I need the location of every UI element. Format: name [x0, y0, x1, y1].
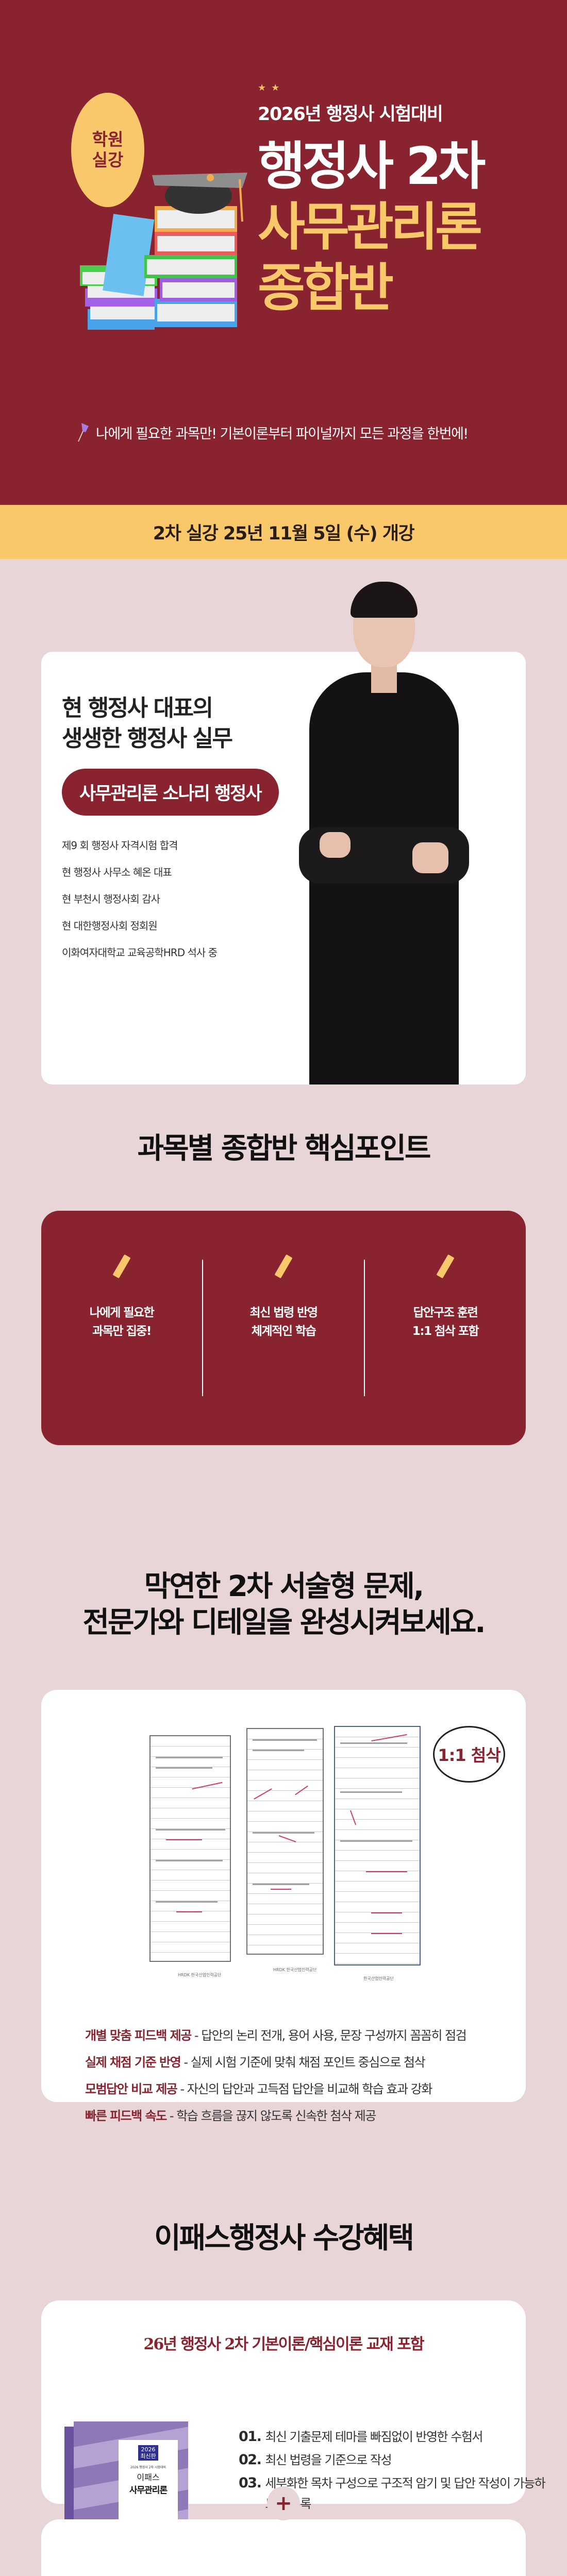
answer-sheet-image: [246, 1728, 324, 1955]
stars-icon: ★★: [258, 82, 285, 93]
academy-live-badge: 학원 실강: [71, 93, 144, 207]
open-date-banner: 2차 실강 25년 11월 5일 (수) 개강: [0, 505, 567, 559]
instructor-title-line2: 생생한 행정사 실무: [62, 725, 233, 752]
pushpin-icon: [78, 422, 89, 442]
instructor-name-pill: 사무관리론 소나리 행정사: [62, 768, 279, 816]
answer-review-title-line1: 막연한 2차 서술형 문제,: [144, 1570, 424, 1603]
core-point-item: 답안구조 훈련 1:1 첨삭 포함: [364, 1254, 526, 1396]
career-item: 이화여자대학교 교육공학HRD 석사 중: [62, 946, 218, 959]
one-on-one-review-bubble: 1:1 첨삭: [433, 1726, 505, 1783]
core-points-section: 과목별 종합반 핵심포인트 나에게 필요한 과목만 집중! 최신 법령 반영 체…: [0, 1079, 567, 1445]
corrected-answer-sheets: HRDK 한국산업인력공단 HRDK 한국산업인력공단 한국산업인력공단: [149, 1726, 503, 1994]
textbook-feature: 02.최신 법령을 기준으로 작성: [239, 2452, 392, 2468]
instructor-section: 현 행정사 대표의 생생한 행정사 실무 사무관리론 소나리 행정사 제9 회 …: [0, 559, 567, 1084]
hero-banner: 학원 실강 ★★ 2026년 행정사 시험대비 행정사 2차 사무관리론 종합반…: [0, 0, 567, 505]
career-item: 현 대한행정사회 정회원: [62, 919, 158, 932]
review-feature: 실제 채점 기준 반영 - 실제 시험 기준에 맞춰 채점 포인트 중심으로 첨…: [85, 2055, 426, 2070]
hero-title-line3: 종합반: [258, 258, 394, 318]
benefits-title: 이패스행정사 수강혜택: [154, 2222, 414, 2255]
hero-subtitle: 2026년 행정사 시험대비: [258, 104, 443, 125]
pen-stroke-icon: [112, 1254, 131, 1279]
career-item: 현 부천시 행정사회 감사: [62, 892, 160, 905]
core-points-title: 과목별 종합반 핵심포인트: [137, 1132, 431, 1165]
instructor-career-list: 제9 회 행정사 자격시험 합격 현 행정사 사무소 혜온 대표 현 부천시 행…: [62, 832, 279, 966]
core-points-box: 나에게 필요한 과목만 집중! 최신 법령 반영 체계적인 학습 답안구조 훈련…: [41, 1211, 526, 1445]
hero-tagline: 나에게 필요한 과목만! 기본이론부터 파이널까지 모든 과정을 한번에!: [77, 422, 469, 443]
answer-sheet-image: [334, 1726, 421, 1965]
books-graduation-cap-illustration: [80, 173, 247, 330]
career-item: 제9 회 행정사 자격시험 합격: [62, 839, 178, 852]
textbook-benefit-heading: 26년 행정사 2차 기본이론/핵심이론 교재 포함: [143, 2335, 424, 2353]
core-point-item: 최신 법령 반영 체계적인 학습: [202, 1254, 364, 1396]
instructor-title-line1: 현 행정사 대표의: [62, 695, 213, 721]
review-feature: 빠른 피드백 속도 - 학습 흐름을 끊지 않도록 신속한 첨삭 제공: [85, 2109, 376, 2123]
benefits-section: 이패스행정사 수강혜택 26년 행정사 2차 기본이론/핵심이론 교재 포함 2…: [0, 2102, 567, 2576]
review-feature: 모범답안 비교 제공 - 자신의 답안과 고득점 답안을 비교해 학습 효과 강…: [85, 2082, 432, 2096]
hero-title-line1: 행정사 2차: [258, 136, 486, 196]
hero-heading: ★★ 2026년 행정사 시험대비 행정사 2차 사무관리론 종합반: [258, 82, 486, 318]
pen-stroke-icon: [274, 1254, 293, 1279]
answer-review-title-line2: 전문가와 디테일을 완성시켜보세요.: [82, 1606, 486, 1639]
answer-sheet-image: [149, 1735, 231, 1962]
instructor-card: 현 행정사 대표의 생생한 행정사 실무 사무관리론 소나리 행정사 제9 회 …: [41, 582, 526, 1084]
pen-stroke-icon: [436, 1254, 455, 1279]
instructor-photo: [299, 582, 469, 1084]
review-feature: 개별 맞춤 피드백 제공 - 답안의 논리 전개, 용어 사용, 문장 구성까지…: [85, 2028, 467, 2043]
plus-icon: +: [267, 2486, 300, 2520]
review-feature-list: 개별 맞춤 피드백 제공 - 답안의 논리 전개, 용어 사용, 문장 구성까지…: [64, 2022, 503, 2129]
answer-review-card: HRDK 한국산업인력공단 HRDK 한국산업인력공단 한국산업인력공단 1:1…: [41, 1690, 526, 2123]
hero-title-line2: 사무관리론: [258, 197, 482, 257]
core-point-item: 나에게 필요한 과목만 집중!: [41, 1254, 202, 1396]
career-item: 현 행정사 사무소 혜온 대표: [62, 866, 172, 878]
textbook-feature: 01.최신 기출문제 테마를 빠짐없이 반영한 수험서: [239, 2429, 483, 2445]
review-lecture-benefit-card: + 2026년 시험일까지 복습강의 제공: [41, 2486, 526, 2576]
answer-review-section: 막연한 2차 서술형 문제, 전문가와 디테일을 완성시켜보세요. HRDK 한…: [0, 1445, 567, 2123]
